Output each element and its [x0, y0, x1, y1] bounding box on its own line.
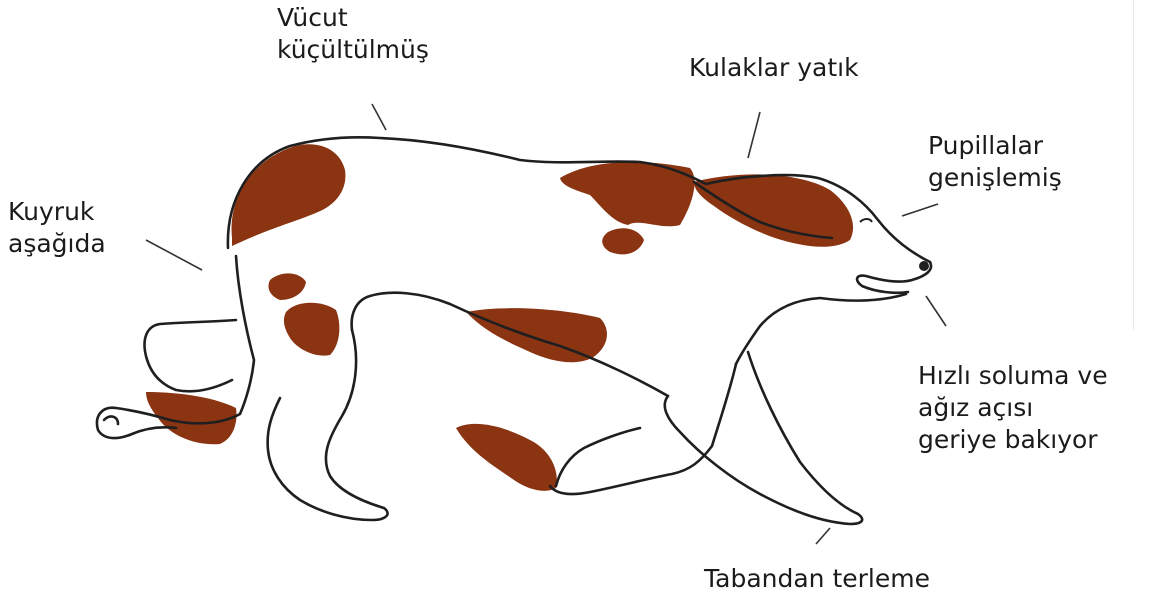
side-divider — [1133, 0, 1134, 330]
throat-line — [736, 294, 906, 364]
pointer-paws — [816, 528, 830, 544]
label-ears: Kulaklar yatık — [689, 52, 859, 84]
label-paws: Tabandan terleme — [704, 563, 930, 595]
label-tail: Kuyruk aşağıda — [8, 196, 106, 260]
belly-patch — [466, 308, 607, 362]
label-pupils-line-2: genişlemiş — [928, 162, 1062, 194]
pointer-ears — [748, 112, 760, 158]
label-body: Vücut küçültülmüş — [277, 2, 429, 66]
label-tail-line-2: aşağıda — [8, 228, 106, 260]
rump-patch — [232, 144, 346, 246]
label-tail-line-1: Kuyruk — [8, 196, 106, 228]
shoulder-patch-top — [560, 162, 695, 226]
paw-detail — [104, 417, 118, 424]
label-breathing-line-2: ağız açısı — [918, 392, 1108, 424]
label-ears-line-1: Kulaklar yatık — [689, 52, 859, 84]
pointer-body — [372, 104, 386, 130]
neck-patch — [602, 228, 644, 254]
pointer-pupils — [902, 204, 938, 216]
head-patch — [694, 174, 853, 246]
label-breathing-line-1: Hızlı soluma ve — [918, 360, 1108, 392]
front-leg-front — [665, 352, 862, 524]
label-pupils: Pupillalar genişlemiş — [928, 130, 1062, 194]
label-breathing-line-3: geriye bakıyor — [918, 424, 1108, 456]
pointer-breathing — [926, 296, 946, 326]
label-body-line-2: küçültülmüş — [277, 34, 429, 66]
label-paws-line-1: Tabandan terleme — [704, 563, 930, 595]
label-pupils-line-1: Pupillalar — [928, 130, 1062, 162]
thigh-patch-small — [268, 273, 306, 300]
pointer-tail — [146, 240, 202, 270]
label-breathing: Hızlı soluma ve ağız açısı geriye bakıyo… — [918, 360, 1108, 456]
label-body-line-1: Vücut — [277, 2, 429, 34]
coat-patches — [146, 144, 853, 491]
hind-leg-near — [268, 330, 388, 520]
eye-icon — [860, 219, 872, 222]
tail-line — [145, 320, 236, 391]
front-leg-patch — [456, 424, 557, 491]
thigh-patch — [284, 303, 339, 356]
nose-icon — [919, 261, 929, 271]
front-paw-line — [556, 428, 640, 486]
